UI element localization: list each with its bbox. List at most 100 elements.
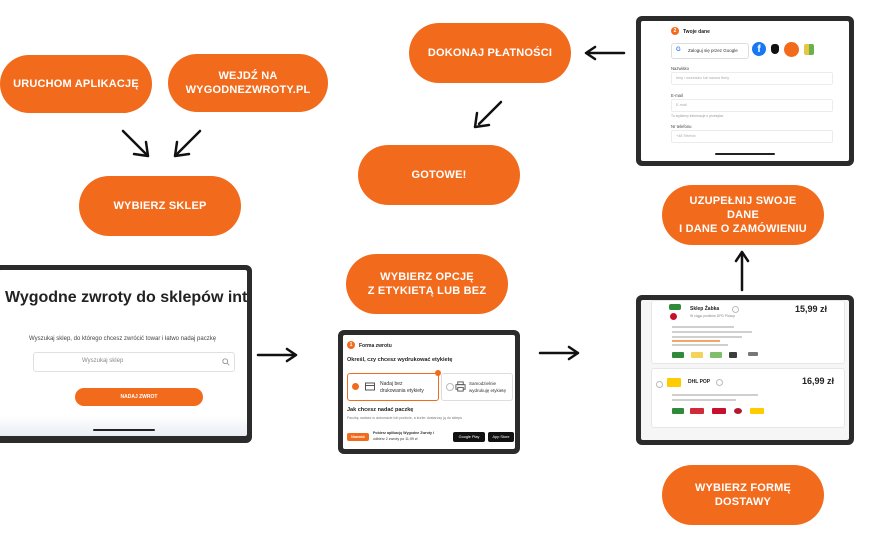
field-name-placeholder: Imię i nazwisko lub nazwa firmy [676, 76, 730, 80]
search-icon [222, 358, 230, 366]
store-submit-button[interactable]: NADAJ ZWROT [75, 388, 203, 406]
option-print-line2: wydrukuję etykietę [469, 388, 507, 393]
promo-badge-label: Nowość [351, 435, 365, 439]
dhl-logo-icon [667, 378, 681, 387]
step-choose-store: WYBIERZ SKLEP [79, 176, 241, 236]
step-visit-site-line1: WEJDŹ NA [218, 70, 278, 82]
radio-empty-icon [446, 383, 454, 391]
option-print-line1: Samodzielnie [469, 381, 497, 386]
feature-line-highlight [672, 340, 720, 342]
step-launch-app: URUCHOM APLIKACJĘ [0, 55, 152, 113]
step-choose-delivery: WYBIERZ FORMĘ DOSTAWY [662, 465, 824, 525]
info-icon [732, 306, 739, 313]
carrier-logo-icon [691, 352, 703, 358]
feature-line [672, 394, 758, 396]
field-name-input[interactable]: Imię i nazwisko lub nazwa firmy [671, 72, 833, 85]
google-play-label: Google Play [458, 435, 480, 439]
step-make-payment: DOKONAJ PŁATNOŚCI [409, 23, 571, 83]
step-visit-site: WEJDŹ NA WYGODNEZWROTY.PL [168, 54, 328, 112]
delivery-option-zabka[interactable]: Sklep Żabka W ciągu punktów DPD Pickup 1… [651, 300, 845, 364]
step-choose-option-line1: WYBIERZ OPCJĘ [380, 271, 474, 283]
dpd-logo-icon [670, 313, 677, 320]
screen-return-form: 1 Forma zwrotu Określ, czy chcesz wydruk… [343, 335, 515, 449]
field-phone-input[interactable]: +48 Telefon [671, 130, 833, 143]
facebook-icon[interactable]: f [752, 42, 766, 56]
radio-empty-icon [656, 381, 663, 388]
printer-icon [455, 381, 466, 392]
delivery-option1-name: Sklep Żabka [690, 306, 720, 312]
store-headline: Wygodne zwroty do sklepów internetowych [5, 289, 247, 306]
arrow-payment-to-done [473, 100, 503, 129]
step-choose-option: WYBIERZ OPCJĘ Z ETYKIETĄ LUB BEZ [346, 254, 508, 314]
carrier-logo-icon [729, 352, 737, 358]
option-no-label-line2: drukowania etykiety [380, 388, 424, 394]
field-phone-label: Nr telefonu [671, 124, 692, 129]
feature-line [672, 399, 736, 401]
step-visit-site-line2: WYGODNEZWROTY.PL [185, 84, 311, 96]
feature-line [672, 344, 728, 346]
promo-text-line1: Pobierz aplikację Wygodne Zwroty i [373, 431, 435, 435]
option-no-label-card[interactable]: Nadaj bez drukowania etykiety [347, 370, 441, 401]
arrow-data-to-payment [584, 45, 626, 61]
store-submit-label: NADAJ ZWROT [120, 394, 158, 400]
field-email-placeholder: E-mail [676, 103, 687, 107]
form-send-question: Jak chcesz nadać paczkę [347, 407, 414, 413]
arrow-site-to-store [173, 129, 202, 158]
google-login-label: Zaloguj się przez Google [688, 48, 738, 53]
store-search-placeholder: Wyszukaj sklep [82, 358, 124, 364]
arrow-store-to-option [256, 347, 298, 363]
form-step-number-badge: 1 [347, 341, 355, 349]
field-email-label: E-mail [671, 93, 683, 98]
carrier-logo-icon [750, 408, 764, 414]
delivery-option2-name: DHL POP [688, 379, 711, 385]
selected-corner-badge [435, 370, 441, 376]
form-title: Forma zwrotu [359, 343, 392, 349]
feature-line [672, 336, 742, 338]
carrier-logo-icon [710, 352, 722, 358]
delivery-option-dhl[interactable]: DHL POP 16,99 zł [651, 368, 845, 428]
home-indicator [715, 153, 775, 155]
app-store-label: App Store [492, 435, 510, 439]
zabka-logo-icon [669, 304, 681, 310]
device-store-search: Wygodne zwroty do sklepów internetowych … [0, 265, 252, 443]
step-fill-data-line2: I DANE O ZAMÓWIENIU [679, 223, 807, 235]
google-login-button[interactable]: G Zaloguj się przez Google [671, 43, 749, 59]
step-launch-app-label: URUCHOM APLIKACJĘ [13, 78, 139, 90]
form-step-number: 1 [349, 342, 353, 348]
screen-personal-data: 2 Twoje dane G Zaloguj się przez Google … [641, 21, 849, 161]
promo-text-line2: odbierz 2 zwroty po 11,99 zł [373, 437, 418, 441]
device-return-form: 1 Forma zwrotu Określ, czy chcesz wydruk… [338, 330, 520, 454]
store-search-input[interactable]: Wyszukaj sklep [33, 352, 235, 372]
step-choose-option-line2: Z ETYKIETĄ LUB BEZ [367, 285, 487, 297]
form-question: Określ, czy chcesz wydrukować etykietę [347, 357, 453, 363]
google-g-icon: G [676, 47, 681, 53]
feature-line [672, 331, 752, 333]
step-done-label: GOTOWE! [411, 169, 467, 181]
allegro-icon[interactable] [784, 42, 799, 57]
arrow-option-to-delivery [538, 345, 580, 361]
step-fill-data: UZUPEŁNIJ SWOJE DANE I DANE O ZAMÓWIENIU [662, 185, 824, 245]
field-phone-placeholder: +48 Telefon [676, 134, 696, 138]
device-personal-data: 2 Twoje dane G Zaloguj się przez Google … [636, 16, 854, 166]
home-indicator [93, 429, 155, 431]
promo-badge: Nowość [347, 433, 369, 441]
arrow-delivery-to-data [734, 250, 750, 292]
apple-icon[interactable] [771, 44, 779, 54]
step-choose-delivery-label: WYBIERZ FORMĘ DOSTAWY [694, 482, 792, 508]
info-icon [716, 379, 723, 386]
wallet-icon[interactable] [804, 44, 814, 55]
field-email-note: Tu wyślemy informacje o przesyłce [671, 114, 724, 118]
carrier-logo-icon [672, 408, 684, 414]
carrier-logo-icon [690, 408, 704, 414]
option-print-card[interactable]: Samodzielnie wydrukuję etykietę [441, 373, 513, 401]
step-make-payment-label: DOKONAJ PŁATNOŚCI [427, 47, 553, 59]
step-done: GOTOWE! [358, 145, 520, 205]
step-choose-store-label: WYBIERZ SKLEP [113, 200, 207, 212]
field-email-input[interactable]: E-mail [671, 99, 833, 112]
carrier-logo-icon [734, 408, 742, 414]
google-play-button[interactable]: Google Play [453, 432, 485, 442]
delivery-option2-price: 16,99 zł [802, 376, 835, 386]
box-icon [365, 382, 375, 391]
app-store-button[interactable]: App Store [488, 432, 514, 442]
delivery-option1-line1: W ciągu punktów DPD Pickup [690, 314, 736, 318]
